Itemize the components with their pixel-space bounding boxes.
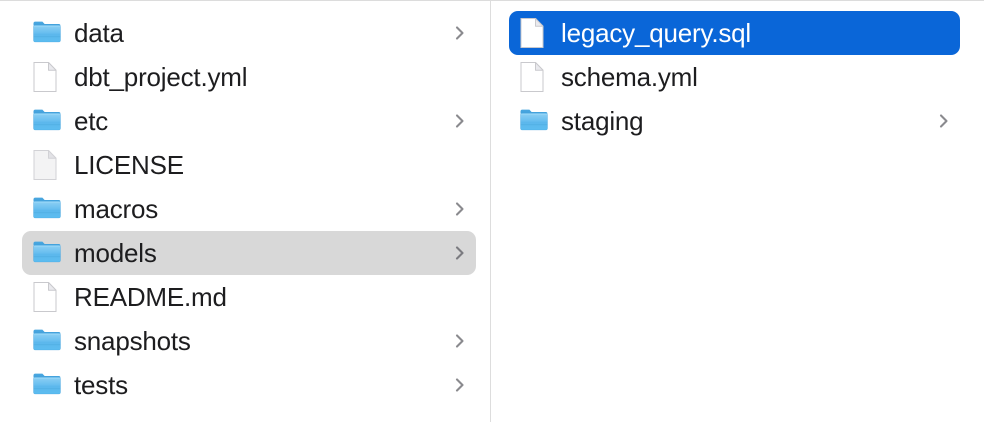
file-row[interactable]: dbt_project.yml [22, 55, 476, 99]
file-column-models[interactable]: legacy_query.sql schema.yml staging [491, 1, 983, 422]
file-row[interactable]: etc [22, 99, 476, 143]
folder-icon [32, 237, 62, 269]
file-row[interactable]: snapshots [22, 319, 476, 363]
file-row-label: dbt_project.yml [74, 62, 248, 92]
file-row[interactable]: legacy_query.sql [509, 11, 960, 55]
file-row[interactable]: schema.yml [509, 55, 960, 99]
file-row-label: schema.yml [561, 62, 698, 92]
chevron-right-icon[interactable] [936, 110, 952, 132]
folder-icon [32, 105, 62, 137]
document-icon [519, 61, 549, 93]
file-row-label: snapshots [74, 326, 191, 356]
chevron-right-icon[interactable] [452, 198, 468, 220]
folder-icon [519, 105, 549, 137]
chevron-right-icon[interactable] [452, 110, 468, 132]
folder-icon [32, 193, 62, 225]
file-row[interactable]: LICENSE [22, 143, 476, 187]
file-row-label: staging [561, 106, 644, 136]
file-row-label: models [74, 238, 157, 268]
file-row[interactable]: staging [509, 99, 960, 143]
file-row[interactable]: README.md [22, 275, 476, 319]
plain-document-icon [32, 149, 62, 181]
folder-icon [32, 369, 62, 401]
file-row-label: README.md [74, 282, 227, 312]
chevron-right-icon[interactable] [452, 330, 468, 352]
file-row[interactable]: models [22, 231, 476, 275]
file-row[interactable]: macros [22, 187, 476, 231]
file-row-label: etc [74, 106, 109, 136]
file-row-label: tests [74, 370, 128, 400]
file-column-parent[interactable]: data dbt_project.yml etc [0, 1, 491, 422]
document-icon [519, 17, 549, 49]
file-row-label: data [74, 18, 124, 48]
document-icon [32, 281, 62, 313]
chevron-right-icon[interactable] [452, 22, 468, 44]
file-row-label: LICENSE [74, 150, 184, 180]
file-row-label: legacy_query.sql [561, 18, 751, 48]
chevron-right-icon[interactable] [452, 242, 468, 264]
chevron-right-icon[interactable] [452, 374, 468, 396]
document-icon [32, 61, 62, 93]
file-row[interactable]: tests [22, 363, 476, 407]
folder-icon [32, 325, 62, 357]
file-row[interactable]: data [22, 11, 476, 55]
folder-icon [32, 17, 62, 49]
file-row-label: macros [74, 194, 159, 224]
